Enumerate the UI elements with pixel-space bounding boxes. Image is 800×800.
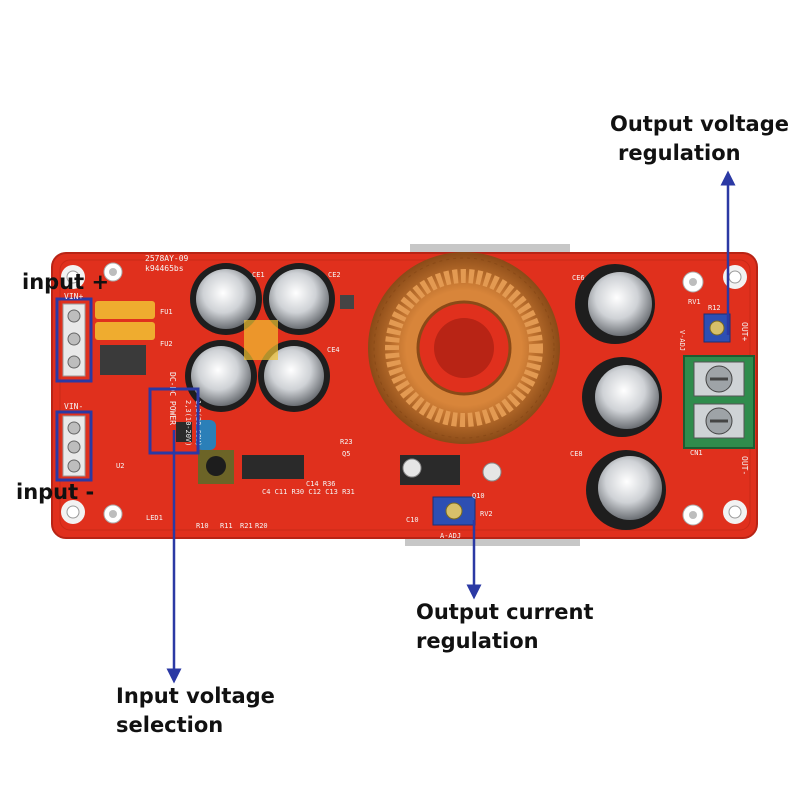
- silk-vin-minus: VIN-: [64, 402, 83, 411]
- label-input-plus: input +: [22, 268, 109, 297]
- silk-ce6: CE6: [572, 274, 585, 282]
- silk-selector-2: 2,3(10-20V): [184, 400, 192, 446]
- silk-led1: LED1: [146, 514, 163, 522]
- silk-out-minus: OUT-: [740, 456, 749, 475]
- silk-r10: R10: [196, 522, 209, 530]
- silk-cn1: CN1: [690, 449, 703, 457]
- input-minus-terminal: [55, 410, 93, 482]
- current-potentiometer: [432, 496, 476, 526]
- silk-u2: U2: [116, 462, 124, 470]
- voltage-potentiometer: [703, 313, 731, 343]
- silk-r12: R12: [708, 304, 721, 312]
- silk-rv2: RV2: [480, 510, 493, 518]
- small-components: [176, 295, 502, 485]
- silk-r23: R23: [340, 438, 353, 446]
- mounting-holes: [61, 262, 747, 526]
- input-capacitors: [185, 263, 335, 412]
- silk-rv1: RV1: [688, 298, 701, 306]
- silkscreen: 2578AY-09 k94465bs VIN+ VIN- FU1 FU2 CE1…: [64, 254, 749, 540]
- silk-r20: R20: [255, 522, 268, 530]
- silk-fu1: FU1: [160, 308, 173, 316]
- silk-res-row: C4 C11 R30 C12 C13 R31: [262, 488, 355, 496]
- input-plus-terminal: [55, 297, 93, 383]
- label-output-voltage: Output voltage regulation: [610, 110, 789, 168]
- output-terminal-block: [683, 355, 755, 449]
- silk-r14: C14 R36: [306, 480, 336, 488]
- label-output-current-line2: regulation: [416, 629, 539, 653]
- silk-r11: R11: [220, 522, 233, 530]
- output-capacitors: [575, 264, 666, 530]
- silk-ce4: CE4: [327, 346, 340, 354]
- silk-c10: C10: [406, 516, 419, 524]
- label-input-plus-text: input +: [22, 270, 110, 294]
- label-output-voltage-line2: regulation: [618, 141, 741, 165]
- toroid-inductor: [368, 252, 560, 444]
- silk-model-sub: k94465bs: [145, 264, 184, 273]
- silk-power-label: DC-DC POWER: [168, 372, 177, 425]
- label-input-voltage-line2: selection: [116, 713, 224, 737]
- silk-model-top: 2578AY-09: [145, 254, 189, 263]
- silk-q5: Q5: [342, 450, 350, 458]
- silk-a-adj: A-ADJ: [440, 532, 461, 540]
- label-output-voltage-line1: Output voltage: [610, 112, 789, 136]
- silk-fu2: FU2: [160, 340, 173, 348]
- silk-ce8: CE8: [570, 450, 583, 458]
- silk-out-plus: OUT+: [740, 322, 749, 341]
- silk-ce2: CE2: [328, 271, 341, 279]
- silk-v-adj: V-ADJ: [678, 330, 686, 351]
- label-output-current: Output current regulation: [416, 598, 594, 656]
- fuses: [95, 301, 155, 375]
- label-input-voltage-line1: Input voltage: [116, 684, 275, 708]
- silk-r21: R21: [240, 522, 253, 530]
- silk-q10: Q10: [472, 492, 485, 500]
- silk-ce1: CE1: [252, 271, 265, 279]
- label-input-minus: input -: [16, 478, 94, 507]
- label-output-current-line1: Output current: [416, 600, 594, 624]
- label-input-minus-text: input -: [16, 480, 95, 504]
- label-input-voltage: Input voltage selection: [116, 682, 275, 740]
- silk-vin-plus: VIN+: [64, 292, 83, 301]
